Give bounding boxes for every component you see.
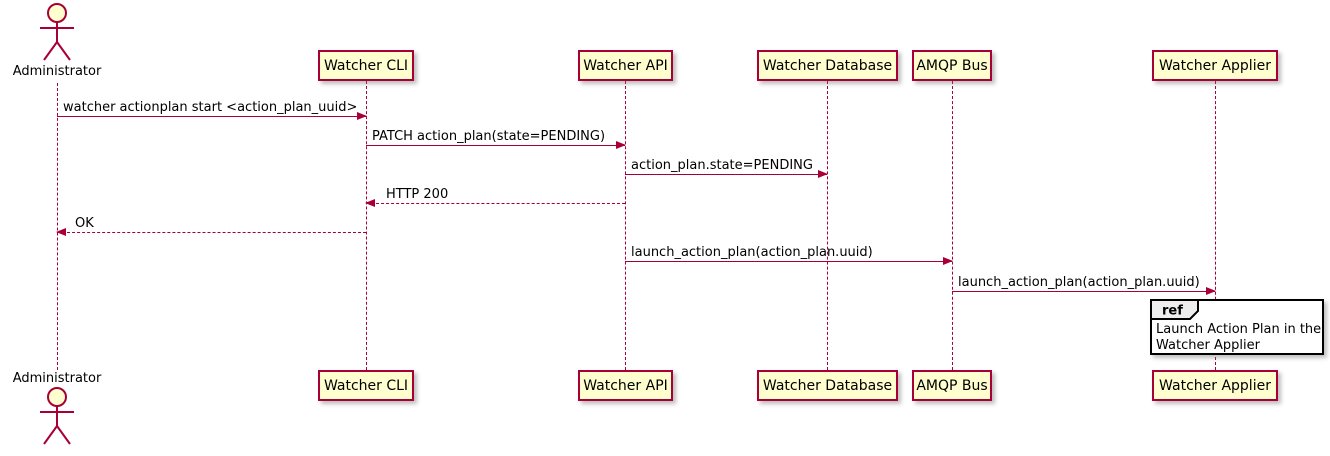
message-line (57, 232, 366, 233)
message-state-pending: action_plan.state=PENDING (625, 158, 828, 178)
arrowhead-right-icon (1206, 287, 1216, 295)
message-label: PATCH action_plan(state=PENDING) (372, 129, 606, 144)
lifeline-administrator (57, 83, 58, 370)
participant-label: Watcher API (583, 57, 668, 74)
participant-watcher-cli-bottom: Watcher CLI (318, 370, 414, 401)
ref-keyword: ref (1162, 304, 1183, 319)
arrowhead-right-icon (357, 112, 367, 120)
message-ok: OK (56, 216, 366, 236)
participant-label: Watcher CLI (323, 377, 409, 394)
ref-fragment: ref Launch Action Plan in the Watcher Ap… (1150, 299, 1324, 355)
message-http-200: HTTP 200 (365, 187, 625, 207)
message-label: OK (75, 216, 94, 231)
participant-watcher-applier-top: Watcher Applier (1152, 50, 1278, 81)
participant-watcher-api-bottom: Watcher API (578, 370, 673, 401)
ref-text-line2: Watcher Applier (1156, 338, 1260, 353)
participant-label: AMQP Bus (916, 377, 988, 394)
participant-watcher-database-top: Watcher Database (757, 50, 898, 81)
message-launch-action-plan-applier: launch_action_plan(action_plan.uuid) (952, 275, 1216, 295)
participant-label: Watcher Database (762, 57, 893, 74)
ref-tab: ref (1150, 299, 1199, 320)
lifeline-watcher-cli (366, 81, 367, 370)
participant-label: AMQP Bus (916, 57, 988, 74)
message-label: launch_action_plan(action_plan.uuid) (958, 275, 1200, 290)
ref-text-line1: Launch Action Plan in the (1156, 322, 1322, 337)
message-line (57, 116, 366, 117)
message-label: launch_action_plan(action_plan.uuid) (631, 245, 873, 260)
participant-amqp-bus-top: AMQP Bus (912, 50, 992, 81)
participant-label: Watcher Database (762, 377, 893, 394)
participant-watcher-cli-top: Watcher CLI (318, 50, 414, 81)
message-label: HTTP 200 (386, 187, 449, 202)
lifeline-amqp-bus (952, 81, 953, 370)
message-line (366, 145, 625, 146)
actor-label: Administrator (12, 64, 102, 79)
participant-label: Watcher CLI (323, 57, 409, 74)
message-label: watcher actionplan start <action_plan_uu… (63, 100, 358, 115)
participant-label: Watcher Applier (1159, 57, 1271, 74)
lifeline-watcher-database (827, 81, 828, 370)
lifeline-watcher-applier (1215, 81, 1216, 370)
message-label: action_plan.state=PENDING (631, 158, 813, 173)
message-patch-action-plan: PATCH action_plan(state=PENDING) (366, 129, 626, 149)
arrowhead-left-icon (365, 199, 375, 207)
participant-amqp-bus-bottom: AMQP Bus (912, 370, 992, 401)
message-line (952, 291, 1215, 292)
message-start-actionplan: watcher actionplan start <action_plan_uu… (57, 100, 367, 120)
participant-watcher-applier-bottom: Watcher Applier (1152, 370, 1278, 401)
message-line (625, 174, 827, 175)
participant-label: Watcher API (583, 377, 668, 394)
actor-icon (40, 387, 74, 445)
participant-label: Watcher Applier (1159, 377, 1271, 394)
message-launch-action-plan-bus: launch_action_plan(action_plan.uuid) (625, 245, 953, 265)
arrowhead-right-icon (943, 257, 953, 265)
arrowhead-right-icon (616, 141, 626, 149)
message-line (625, 261, 952, 262)
message-line (366, 203, 625, 204)
lifeline-watcher-api (625, 81, 626, 370)
participant-watcher-database-bottom: Watcher Database (757, 370, 898, 401)
actor-label: Administrator (12, 371, 102, 386)
arrowhead-right-icon (818, 170, 828, 178)
arrowhead-left-icon (56, 228, 66, 236)
actor-icon (40, 3, 74, 61)
participant-watcher-api-top: Watcher API (578, 50, 673, 81)
ref-text: Launch Action Plan in the Watcher Applie… (1152, 321, 1322, 355)
